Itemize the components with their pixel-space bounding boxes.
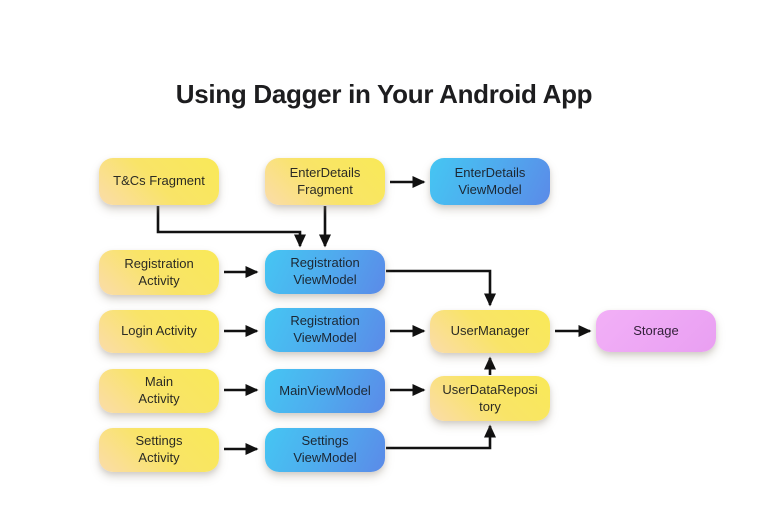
- edge-tcs_fragment-to-registration_viewmodel_a: [156, 206, 306, 248]
- edge-registration_viewmodel_a-to-user_manager: [386, 269, 496, 307]
- node-tcs-fragment: T&Cs Fragment: [99, 158, 219, 205]
- node-storage: Storage: [596, 310, 716, 352]
- node-enterdetails-fragment: EnterDetails Fragment: [265, 158, 385, 205]
- diagram-title: Using Dagger in Your Android App: [175, 79, 593, 109]
- node-registration-viewmodel-a: Registration ViewModel: [265, 250, 385, 294]
- node-registration-viewmodel-b: Registration ViewModel: [265, 308, 385, 352]
- node-user-data-repository: UserDataReposi tory: [430, 376, 550, 421]
- node-user-manager: UserManager: [430, 310, 550, 353]
- edge-settings_viewmodel-to-user_data_repository: [386, 424, 496, 450]
- node-enterdetails-viewmodel: EnterDetails ViewModel: [430, 158, 550, 205]
- node-main-viewmodel: MainViewModel: [265, 369, 385, 413]
- node-main-activity: Main Activity: [99, 369, 219, 413]
- node-settings-viewmodel: Settings ViewModel: [265, 428, 385, 472]
- node-registration-activity: Registration Activity: [99, 250, 219, 295]
- node-login-activity: Login Activity: [99, 310, 219, 353]
- node-settings-activity: Settings Activity: [99, 428, 219, 472]
